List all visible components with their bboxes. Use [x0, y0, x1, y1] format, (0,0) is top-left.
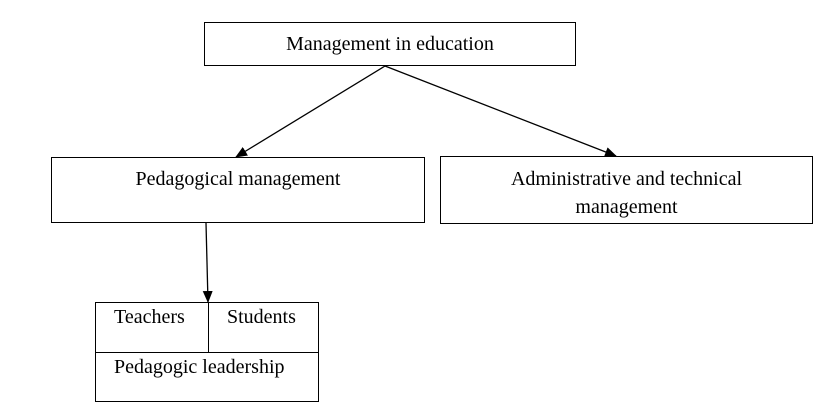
pedagogical-components-table: Teachers Students Pedagogic leadership — [95, 302, 319, 402]
root-node-label: Management in education — [286, 33, 494, 55]
teachers-cell: Teachers — [114, 306, 185, 328]
arrow-pedagogical-to-components — [202, 222, 213, 303]
table-horizontal-divider — [96, 352, 318, 353]
arrow-root-to-pedagogical — [235, 65, 386, 158]
table-vertical-divider — [208, 303, 209, 352]
pedagogical-management-label: Pedagogical management — [135, 168, 341, 190]
students-cell: Students — [227, 306, 296, 328]
administrative-management-label-line2: management — [575, 196, 678, 218]
administrative-management-label-line1: Administrative and technical — [510, 168, 743, 190]
administrative-technical-management-node: Administrative and technical management — [440, 156, 813, 224]
pedagogical-management-node: Pedagogical management — [51, 157, 425, 223]
root-node: Management in education — [204, 22, 576, 66]
pedagogic-leadership-cell: Pedagogic leadership — [114, 356, 285, 378]
arrow-root-to-administrative — [384, 65, 617, 157]
